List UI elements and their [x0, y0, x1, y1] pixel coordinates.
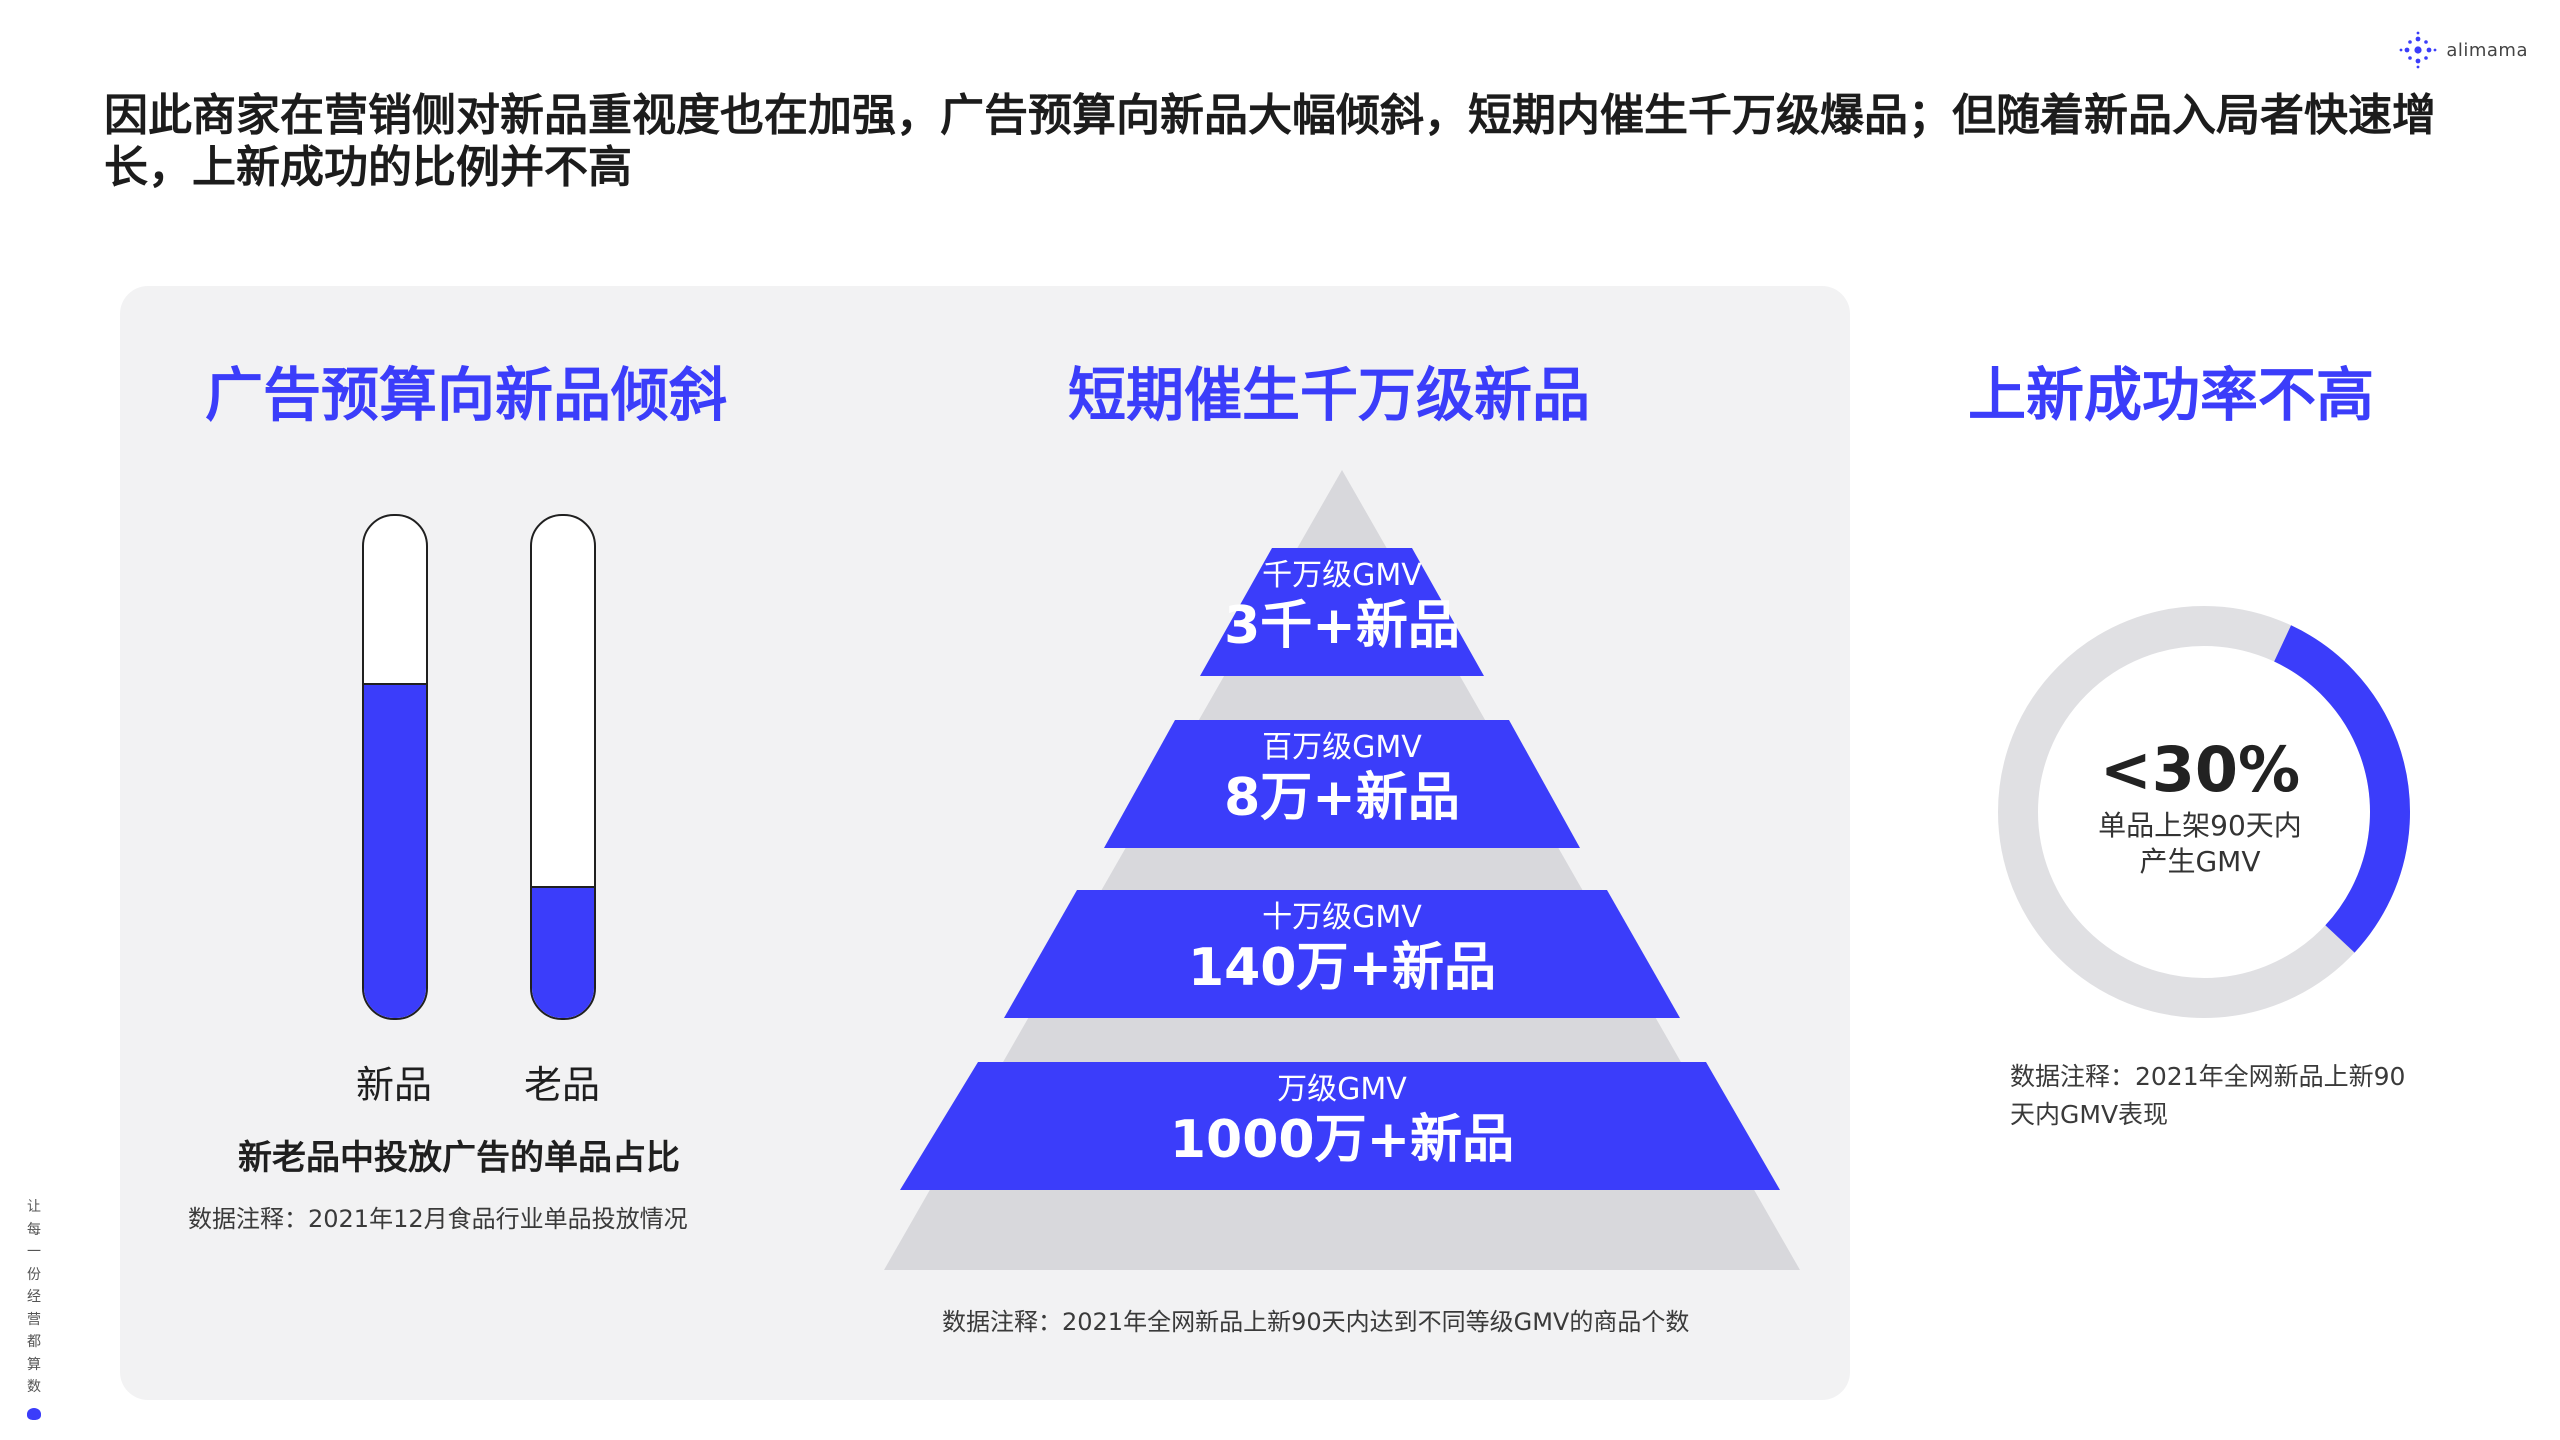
donut-center: <30% 单品上架90天内 产生GMV	[2010, 732, 2390, 880]
left-caption: 新老品中投放广告的单品占比	[238, 1138, 680, 1178]
middle-note: 数据注释：2021年全网新品上新90天内达到不同等级GMV的商品个数	[942, 1308, 1690, 1336]
side-tag-char: 让	[27, 1199, 41, 1215]
tube-label-old: 老品	[523, 1063, 600, 1107]
tier-4-value: 1000万+新品	[1169, 1110, 1515, 1170]
tube-old-product	[530, 514, 596, 1020]
side-tag-char: 份	[27, 1266, 41, 1283]
pyramid-tier-4	[900, 1062, 1780, 1190]
left-section-title: 广告预算向新品倾斜	[205, 361, 728, 429]
side-tag-char: 营	[27, 1311, 41, 1328]
side-tag-char: 算	[27, 1356, 41, 1373]
success-rate-donut	[1998, 606, 2410, 1018]
side-tag-char: 都	[27, 1334, 41, 1350]
tube-new-product-fill	[364, 683, 426, 1018]
pyramid-tier-2	[1104, 720, 1580, 848]
side-dot-icon	[27, 1408, 41, 1420]
pyramid-tier-3	[1004, 890, 1680, 1018]
donut-desc-line1: 单品上架90天内	[2098, 809, 2302, 842]
tube-label-new: 新品	[355, 1063, 432, 1107]
tier-1-text: 千万级GMV 3千+新品	[992, 558, 1692, 658]
tier-3-level: 十万级GMV	[1262, 900, 1422, 935]
tier-3-text: 十万级GMV 140万+新品	[992, 900, 1692, 1000]
tier-4-text: 万级GMV 1000万+新品	[992, 1072, 1692, 1172]
tier-2-level: 百万级GMV	[1262, 730, 1422, 765]
tier-1-level: 千万级GMV	[1262, 558, 1422, 593]
pyramid-chart	[884, 470, 1800, 1270]
tier-4-level: 万级GMV	[1277, 1072, 1407, 1107]
donut-desc-line2: 产生GMV	[2139, 845, 2261, 878]
brand-logo: alimama	[2398, 28, 2528, 72]
tier-1-value: 3千+新品	[1224, 596, 1460, 656]
side-tag-char: 一	[27, 1244, 41, 1260]
tube-old-product-fill	[532, 886, 594, 1018]
left-note: 数据注释：2021年12月食品行业单品投放情况	[188, 1205, 688, 1233]
tier-2-value: 8万+新品	[1224, 768, 1460, 828]
logo-text: alimama	[2446, 39, 2528, 61]
right-section-title: 上新成功率不高	[1968, 361, 2375, 429]
donut-value: <30%	[2099, 733, 2301, 806]
side-tagline: 让 每 一 份 经 营 都 算 数	[24, 1196, 44, 1399]
side-tag-char: 每	[27, 1221, 41, 1238]
middle-section-title: 短期催生千万级新品	[1068, 361, 1591, 429]
pyramid-tier-1	[1200, 548, 1484, 676]
side-tag-char: 经	[27, 1289, 41, 1305]
side-tag-char: 数	[27, 1379, 41, 1395]
tube-new-product	[362, 514, 428, 1020]
tier-2-text: 百万级GMV 8万+新品	[992, 730, 1692, 830]
page-headline: 因此商家在营销侧对新品重视度也在加强，广告预算向新品大幅倾斜，短期内催生千万级爆…	[104, 90, 2436, 193]
right-note: 数据注释：2021年全网新品上新90天内GMV表现	[2010, 1062, 2406, 1129]
tier-3-value: 140万+新品	[1187, 938, 1497, 998]
alimama-logo-icon	[2399, 31, 2437, 69]
